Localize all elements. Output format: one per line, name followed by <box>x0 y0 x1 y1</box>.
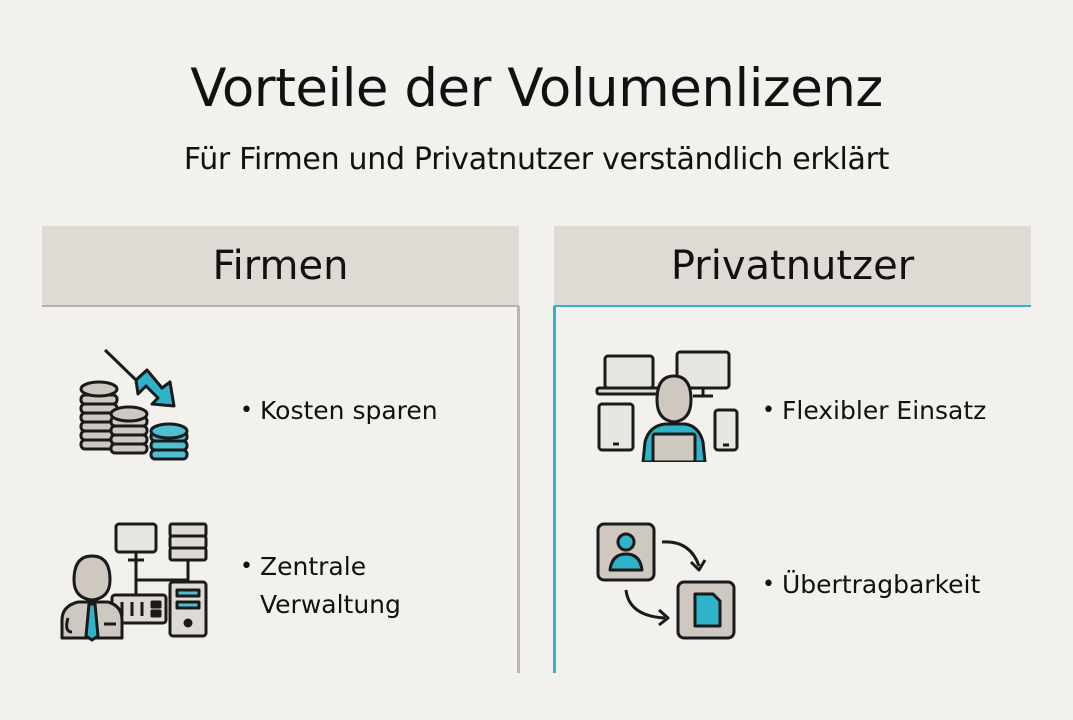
item-label-line: Verwaltung <box>260 590 401 619</box>
item-label: Kosten sparen <box>260 396 438 425</box>
bullet: • <box>762 398 775 423</box>
column-header-privatnutzer: Privatnutzer <box>554 226 1031 307</box>
page-subtitle: Für Firmen und Privatnutzer verständlich… <box>183 142 890 177</box>
column-header-firmen: Firmen <box>42 226 519 307</box>
column-divider-privatnutzer <box>553 306 556 673</box>
list-item: • Übertragbarkeit <box>762 566 980 604</box>
page-title: Vorteile der Volumenlizenz <box>190 58 883 119</box>
list-item: • Flexibler Einsatz <box>762 392 986 430</box>
list-item: • Kosten sparen <box>240 392 438 430</box>
bullet: • <box>240 398 253 423</box>
column-heading: Firmen <box>212 242 349 289</box>
coins-decreasing-icon <box>79 348 189 461</box>
admin-network-icon <box>60 522 208 642</box>
bullet: • <box>762 572 775 597</box>
user-multi-device-icon <box>595 350 739 462</box>
list-item: • Zentrale Verwaltung <box>240 548 401 624</box>
item-label: Übertragbarkeit <box>782 570 981 599</box>
column-heading: Privatnutzer <box>670 242 915 289</box>
bullet: • <box>240 554 253 579</box>
item-label-line: Zentrale <box>260 552 367 581</box>
column-divider-firmen <box>517 306 520 673</box>
license-transfer-icon <box>596 522 736 640</box>
item-label: Flexibler Einsatz <box>782 396 987 425</box>
